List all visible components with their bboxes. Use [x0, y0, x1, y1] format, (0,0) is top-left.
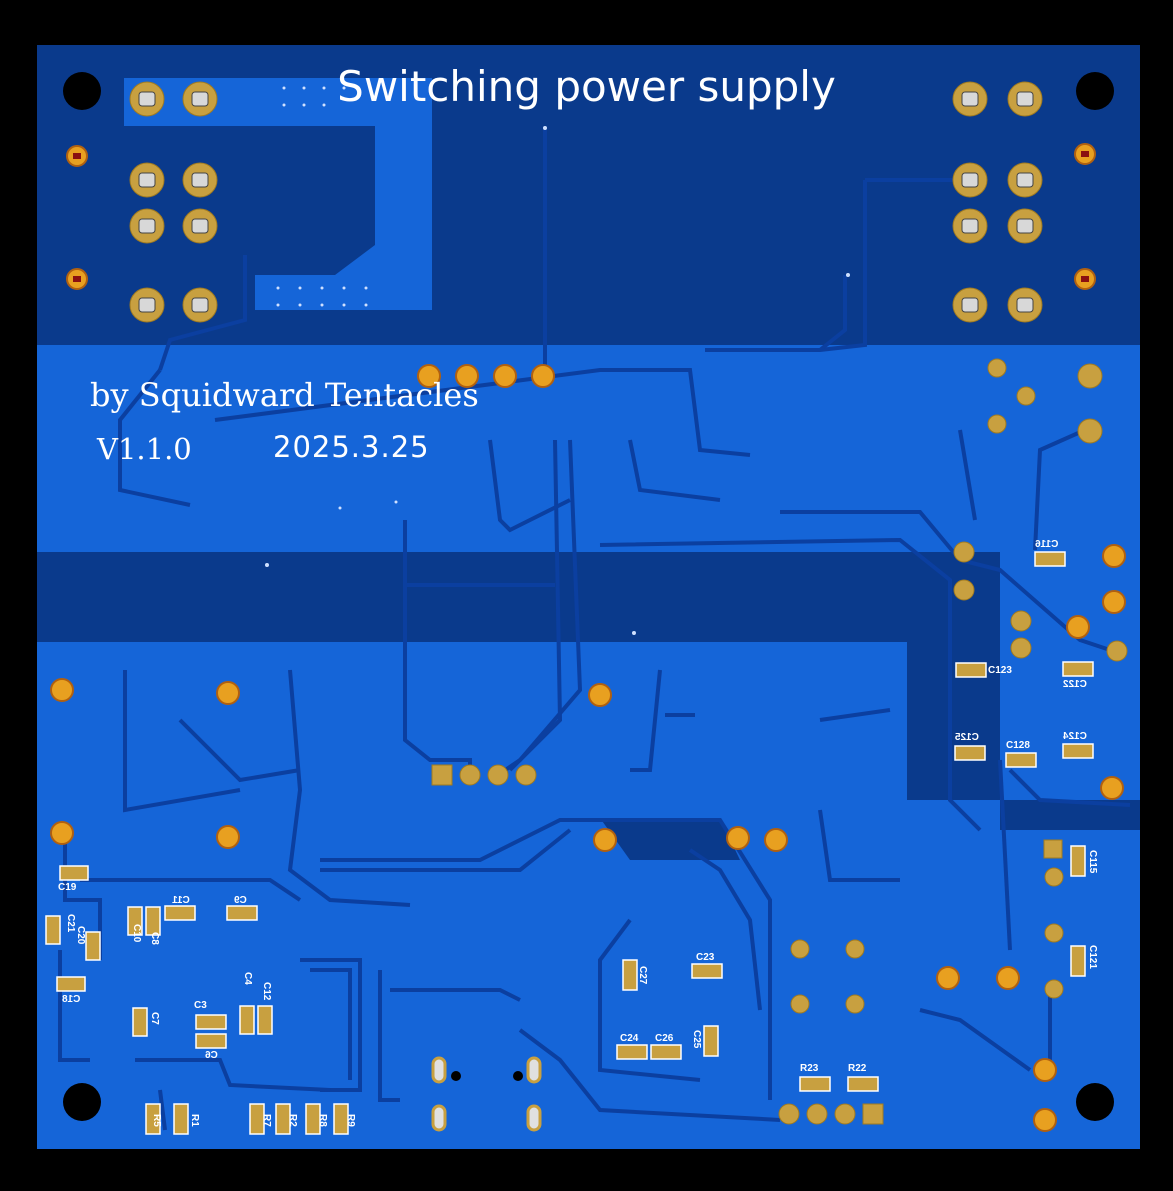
designator-c6: C6	[205, 1050, 218, 1061]
designator-r1: R1	[189, 1114, 200, 1127]
designator-c7: C7	[149, 1012, 160, 1025]
designator-c124: C124	[1063, 731, 1087, 742]
designator-c25: C25	[691, 1030, 702, 1049]
designator-c24: C24	[620, 1033, 639, 1044]
designator-r23: R23	[800, 1063, 819, 1074]
designator-r8: R8	[317, 1114, 328, 1127]
designator-r22: R22	[848, 1063, 867, 1074]
designator-r9: R9	[345, 1114, 356, 1127]
designator-c26: C26	[655, 1033, 674, 1044]
designator-c18: C18	[62, 994, 81, 1005]
designator-c27: C27	[637, 966, 648, 985]
designator-r5: R5	[151, 1114, 162, 1127]
designator-c10: C10	[131, 924, 142, 943]
designator-c122: C122	[1063, 679, 1087, 690]
designator-c3: C3	[194, 1000, 207, 1011]
designator-c8: C8	[149, 932, 160, 945]
designator-c128: C128	[1006, 740, 1030, 751]
designator-c19: C19	[58, 882, 77, 893]
designator-c9: C9	[234, 895, 247, 906]
designator-c116: C116	[1035, 539, 1059, 550]
board-version: V1.1.0	[97, 432, 192, 466]
designator-c11: C11	[172, 895, 190, 906]
board-title: Switching power supply	[337, 62, 836, 111]
designator-c20: C20	[75, 926, 86, 945]
designator-c121: C121	[1087, 945, 1098, 969]
designator-c4: C4	[242, 972, 253, 985]
designator-c125: C125	[955, 732, 979, 743]
board-author: by Squidward Tentacles	[90, 376, 479, 414]
designator-c21: C21	[65, 914, 76, 933]
designator-c12: C12	[261, 982, 272, 1001]
board-date: 2025.3.25	[273, 430, 430, 464]
designator-c123: C123	[988, 665, 1012, 676]
designator-r2: R2	[287, 1114, 298, 1127]
designator-c115: C115	[1087, 850, 1098, 874]
designator-r7: R7	[261, 1114, 272, 1127]
designator-c23: C23	[696, 952, 715, 963]
